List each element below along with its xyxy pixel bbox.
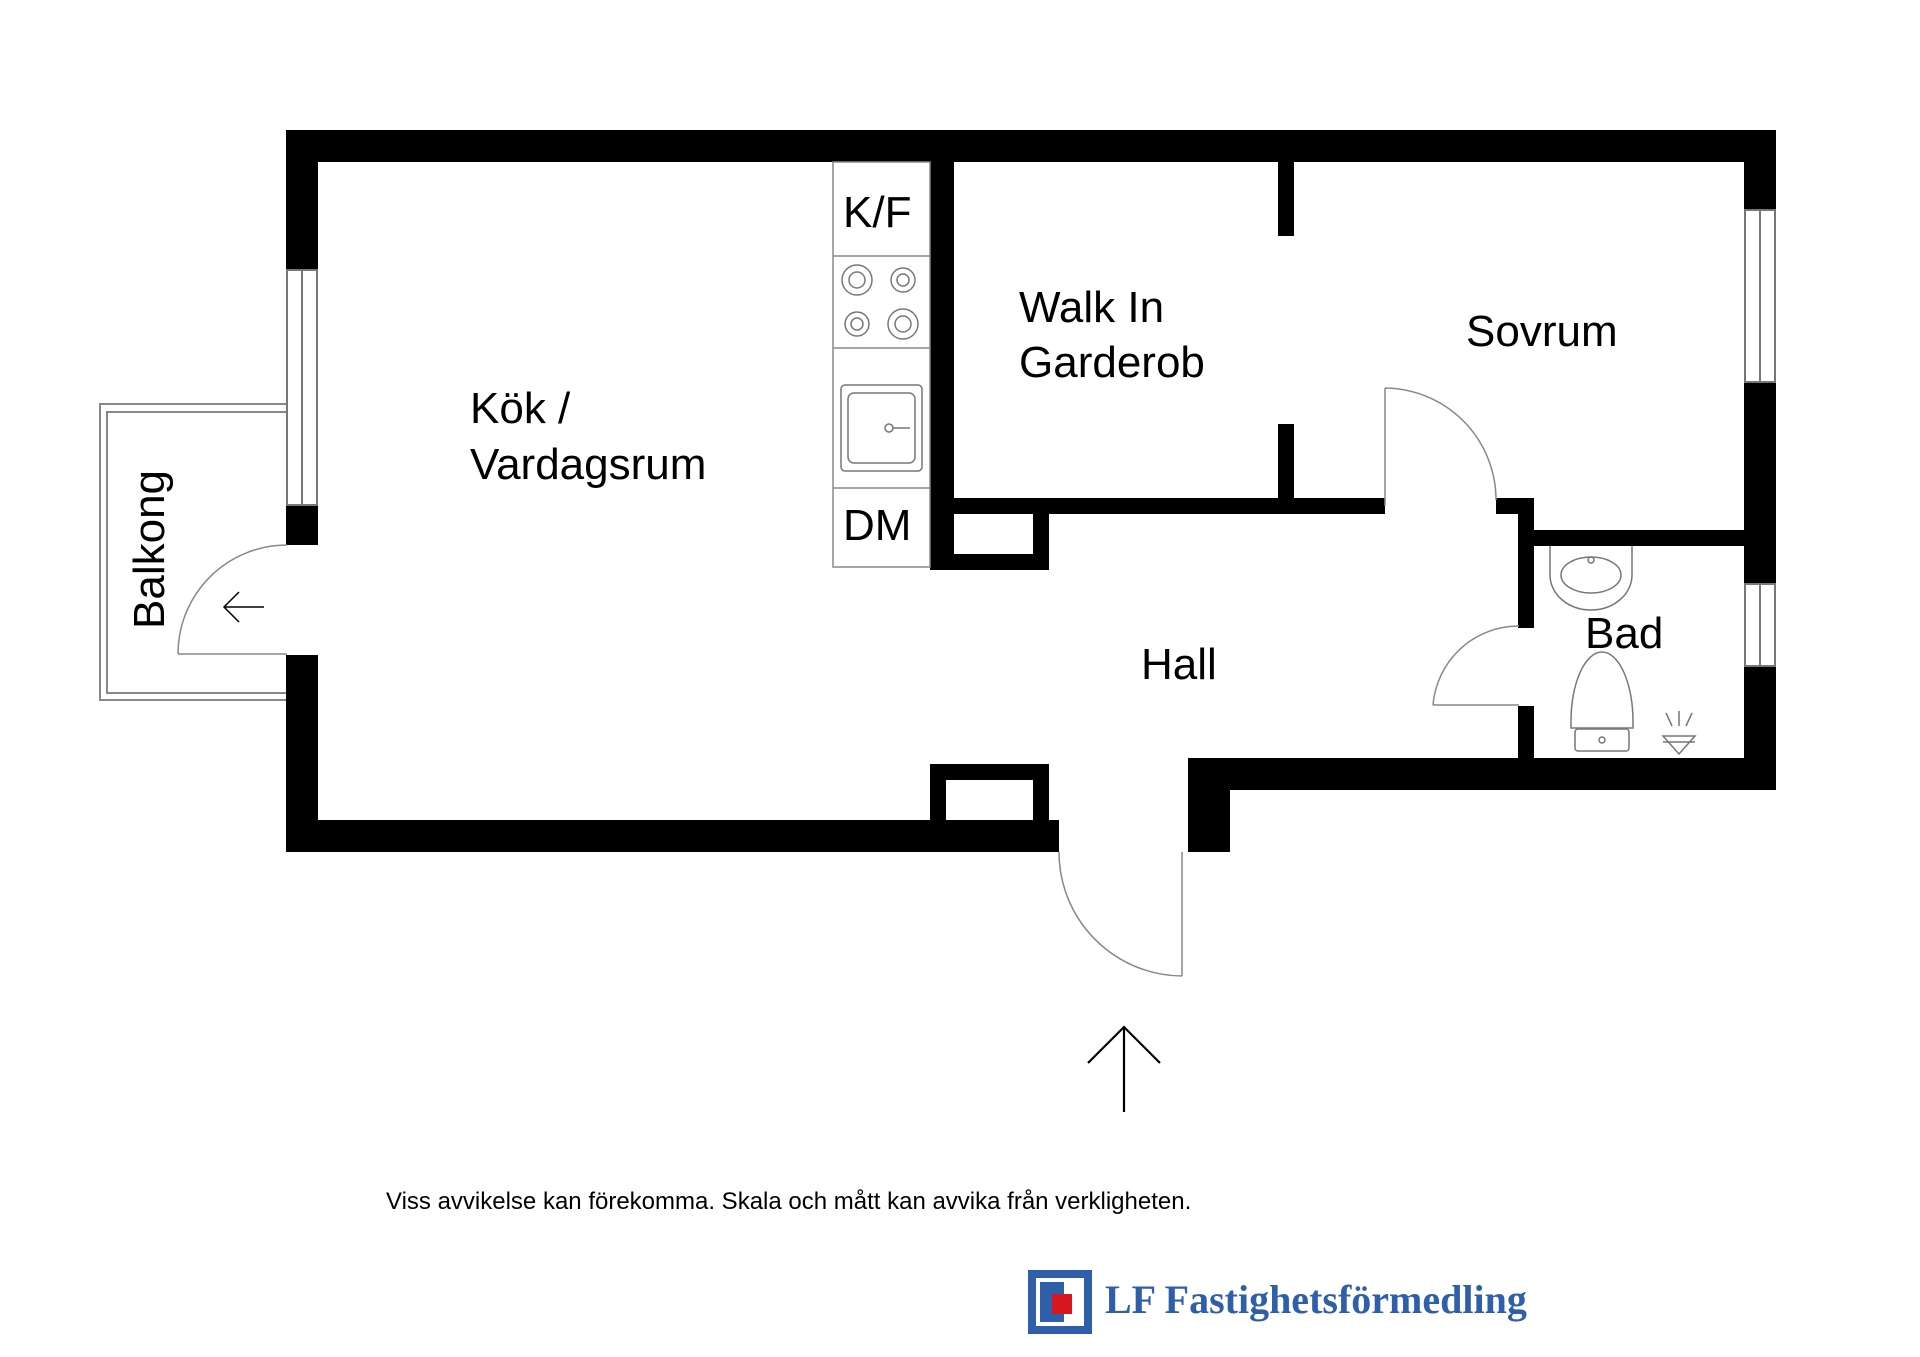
floor-drain-icon: [1661, 711, 1697, 756]
brand: LF Fastighetsförmedling: [1025, 1266, 1527, 1332]
balcony-arrow-icon: [222, 591, 264, 623]
walkin-label-line1: Walk In: [1019, 283, 1164, 332]
doors: [177, 387, 1520, 977]
washbasin-icon: [1549, 546, 1633, 611]
kok-label-line1: Kök /: [470, 384, 571, 433]
hall-label: Hall: [1141, 640, 1217, 689]
balcony-outline: [99, 403, 286, 701]
brand-logo-spacer: [1025, 1267, 1089, 1331]
kitchen-counter: [832, 161, 931, 568]
bathroom-door: [1432, 625, 1520, 706]
stove-icon: [841, 264, 919, 340]
toilet-icon: [1570, 651, 1634, 752]
interior-walls: [930, 162, 1758, 826]
fridge-freezer-label: K/F: [843, 188, 911, 237]
brand-name: LF Fastighetsförmedling: [1105, 1276, 1527, 1322]
disclaimer-text: Viss avvikelse kan förekomma. Skala och …: [386, 1188, 1192, 1215]
balcony-door: [177, 544, 288, 655]
entrance-door: [1058, 851, 1183, 977]
sink-icon: [840, 384, 923, 472]
balkong-label: Balkong: [125, 470, 174, 629]
windows: [286, 209, 1776, 667]
bedroom-door: [1384, 387, 1497, 506]
dishwasher-label: DM: [843, 501, 911, 550]
sovrum-label: Sovrum: [1466, 307, 1618, 356]
walkin-label-line2: Garderob: [1019, 338, 1205, 387]
kok-label-line2: Vardagsrum: [470, 440, 706, 489]
brand-logo-icon: [1028, 1270, 1092, 1334]
exterior-walls: [286, 130, 1776, 852]
entrance-arrow-icon: [1087, 1025, 1161, 1112]
bad-label: Bad: [1585, 609, 1663, 658]
